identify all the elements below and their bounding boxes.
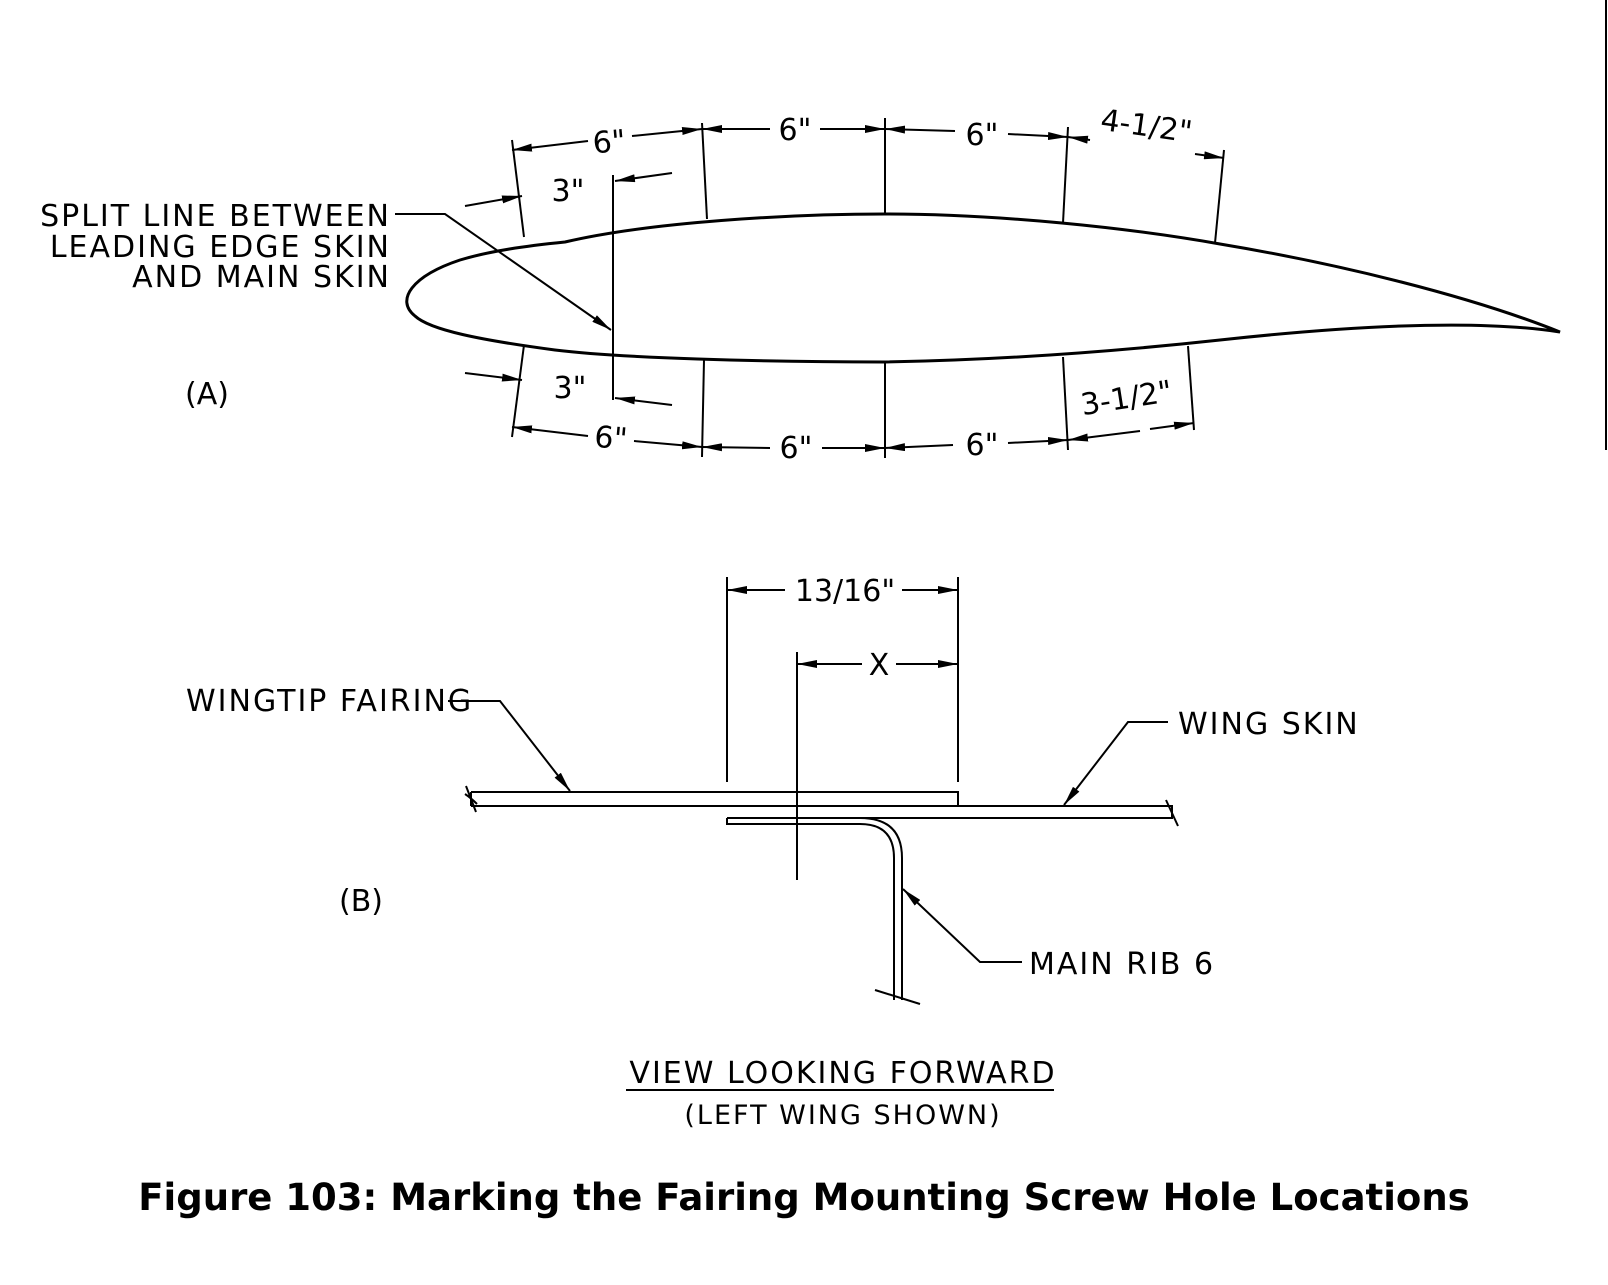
view-a: SPLIT LINE BETWEEN LEADING EDGE SKIN AND… (40, 103, 1561, 466)
split-line-label-1: SPLIT LINE BETWEEN (40, 199, 391, 234)
airfoil-profile (405, 212, 1561, 364)
wing-skin-leader (1063, 721, 1168, 806)
split-line-label-2: LEADING EDGE SKIN (50, 230, 391, 265)
bottom-offset: 3" (554, 371, 587, 406)
x-dim: X (869, 648, 890, 683)
bottom-dim-2: 6" (780, 431, 813, 466)
view-b-label: (B) (339, 884, 383, 919)
main-rib-part (726, 817, 903, 1000)
top-dim-2: 6" (779, 113, 812, 148)
view-subtitle: (LEFT WING SHOWN) (684, 1100, 1001, 1131)
split-line-leader (395, 213, 612, 331)
wing-skin-part (471, 805, 1173, 819)
bottom-dim-3: 6" (966, 428, 999, 463)
top-dim-4: 4-1/2" (1098, 103, 1194, 150)
overall-dim: 13/16" (795, 574, 895, 609)
wingtip-fairing-label: WINGTIP FAIRING (186, 684, 473, 719)
bottom-extension-lines (511, 344, 1195, 458)
figure-caption: Figure 103: Marking the Fairing Mounting… (138, 1176, 1470, 1219)
bottom-dim-1: 6" (593, 420, 629, 458)
wingtip-fairing-leader (448, 700, 571, 792)
main-rib-leader (902, 888, 1022, 963)
wingtip-fairing-part (470, 791, 959, 806)
view-title: VIEW LOOKING FORWARD (629, 1056, 1056, 1091)
bottom-dimension-lines (464, 372, 1195, 452)
main-rib-label: MAIN RIB 6 (1029, 947, 1215, 982)
top-extension-lines (511, 118, 1225, 244)
top-offset: 3" (552, 174, 585, 209)
view-a-label: (A) (185, 377, 229, 412)
top-dimension-lines (464, 125, 1225, 207)
wing-skin-label: WING SKIN (1178, 707, 1360, 742)
top-dim-3: 6" (966, 118, 999, 153)
split-line-label-3: AND MAIN SKIN (132, 260, 391, 295)
break-marks (464, 785, 1179, 1005)
bottom-dim-4: 3-1/2" (1078, 374, 1174, 423)
view-b: 13/16" X WINGTIP FAIRING WING SKIN MAIN … (186, 574, 1360, 1131)
top-dim-1: 6" (591, 124, 627, 162)
